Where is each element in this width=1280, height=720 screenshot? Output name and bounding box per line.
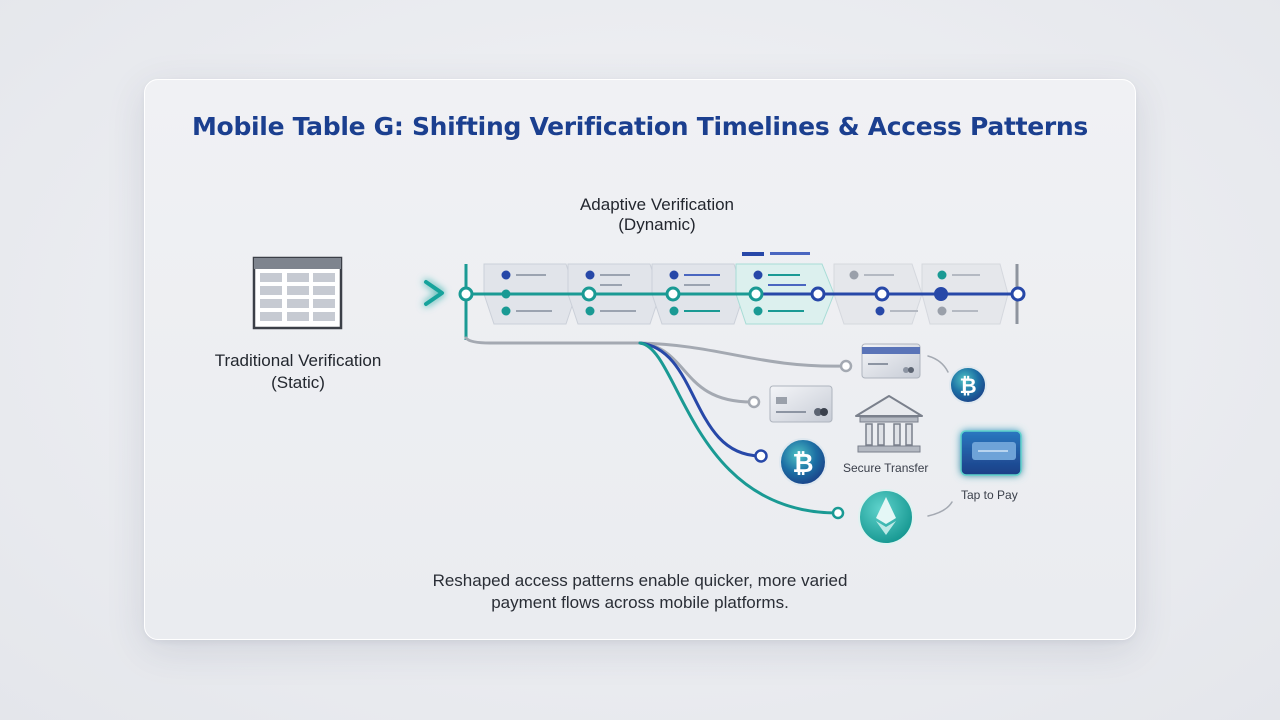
credit-card-icon — [769, 385, 833, 423]
branch-endpoints — [747, 359, 853, 520]
adaptive-verification-label: Adaptive Verification (Dynamic) — [517, 195, 797, 235]
adaptive-line2: (Dynamic) — [618, 215, 696, 234]
ethereum-icon — [858, 489, 914, 545]
caption-line2: payment flows across mobile platforms. — [491, 593, 789, 612]
caption-line1: Reshaped access patterns enable quicker,… — [432, 571, 848, 590]
bitcoin-icon: ₿ — [779, 438, 827, 486]
bank-icon — [855, 395, 923, 453]
caption: Reshaped access patterns enable quicker,… — [340, 570, 940, 614]
timeline-nodes — [458, 286, 1026, 302]
secure-transfer-label: Secure Transfer — [843, 461, 929, 475]
traditional-line2: (Static) — [271, 373, 325, 392]
svg-text:₿: ₿ — [959, 374, 976, 398]
svg-text:₿: ₿ — [792, 449, 813, 479]
bitcoin-icon: ₿ — [949, 366, 987, 404]
tap-to-pay-label: Tap to Pay — [961, 488, 1018, 502]
traditional-verification-label: Traditional Verification (Static) — [178, 350, 418, 394]
diagram-title: Mobile Table G: Shifting Verification Ti… — [191, 112, 1089, 141]
credit-card-icon — [861, 343, 921, 379]
diagram-card — [144, 79, 1136, 640]
wallet-icon — [960, 430, 1022, 476]
traditional-line1: Traditional Verification — [214, 351, 382, 370]
adaptive-line1: Adaptive Verification — [579, 195, 735, 214]
table-icon — [252, 256, 343, 330]
branch-flows — [464, 336, 953, 517]
transition-arrow — [366, 280, 444, 306]
